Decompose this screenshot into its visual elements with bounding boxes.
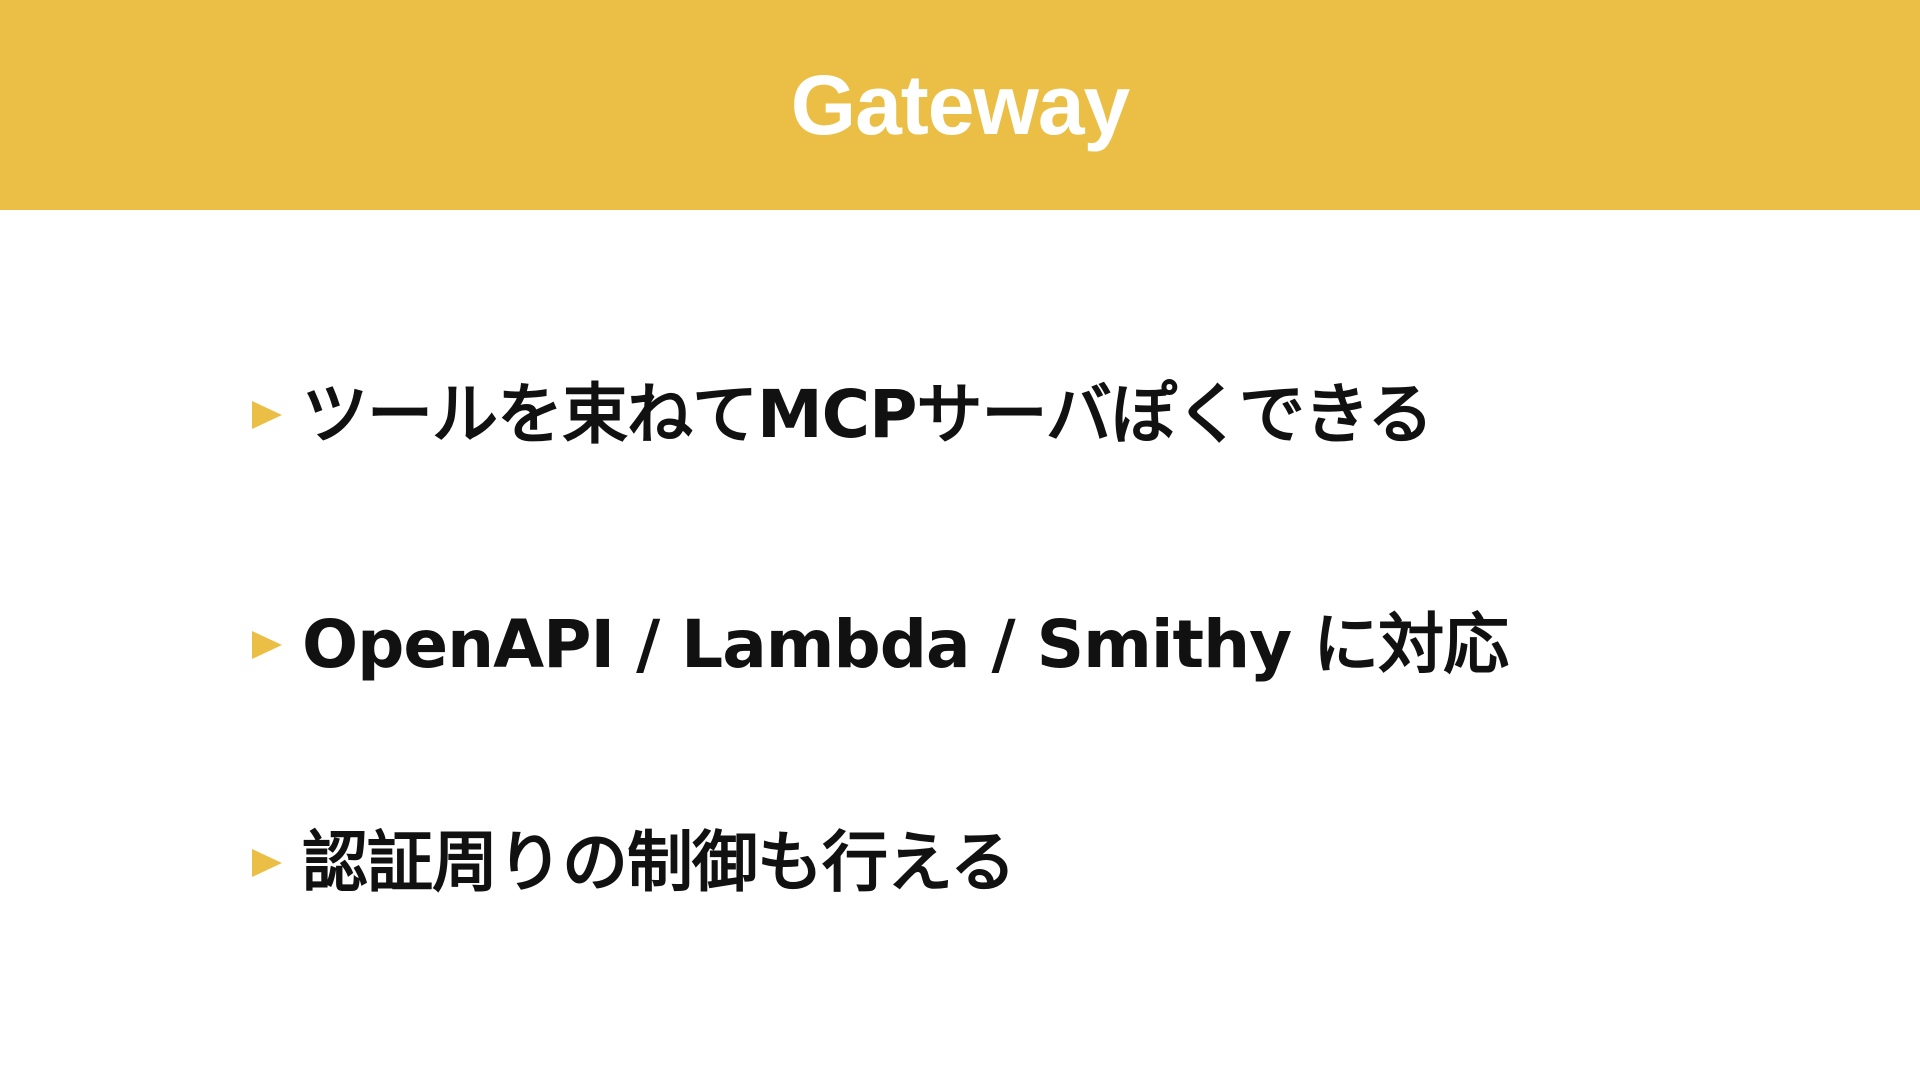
slide-title: Gateway [790, 58, 1131, 152]
triangle-right-icon [252, 401, 282, 429]
bullet-item: OpenAPI / Lambda / Smithy に対応 [252, 600, 1509, 690]
bullet-item: 認証周りの制御も行える [252, 818, 1016, 908]
triangle-right-icon [252, 849, 282, 877]
bullet-text: OpenAPI / Lambda / Smithy に対応 [302, 606, 1509, 683]
bullet-text: ツールを束ねてMCPサーバぽくできる [302, 376, 1434, 453]
bullet-text: 認証周りの制御も行える [302, 824, 1016, 901]
title-banner: Gateway [0, 0, 1920, 210]
triangle-right-icon [252, 631, 282, 659]
bullet-item: ツールを束ねてMCPサーバぽくできる [252, 370, 1434, 460]
